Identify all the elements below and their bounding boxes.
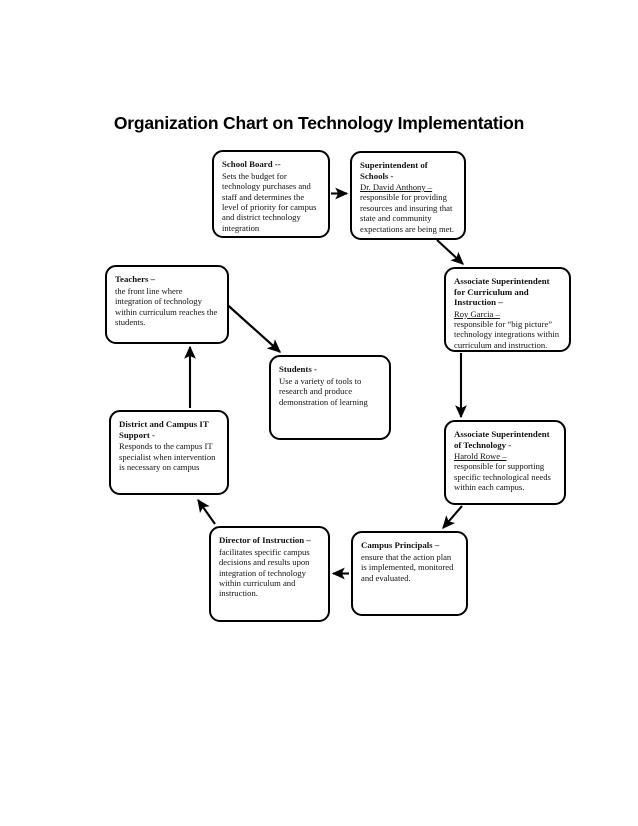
node-superintendent-of-schools[interactable]: Superintendent of Schools - Dr. David An… (350, 151, 466, 240)
node-superintendent-person[interactable]: Dr. David Anthony – (360, 182, 433, 193)
node-associate-superintendent-curriculum[interactable]: Associate Superintendent for Curriculum … (444, 267, 571, 352)
node-teachers-description: the front line where integration of tech… (115, 285, 218, 327)
node-students-description: Use a variety of tools to research and p… (279, 375, 368, 407)
node-superintendent-title: Superintendent of Schools - (360, 160, 428, 181)
node-director-description: facilitates specific campus decisions an… (219, 546, 310, 599)
node-students-title: Students - (279, 364, 317, 374)
node-it-support-title: District and Campus IT Support - (119, 419, 209, 440)
node-teachers[interactable]: Teachers – the front line where integrat… (105, 265, 229, 344)
node-director-of-instruction[interactable]: Director of Instruction – facilitates sp… (209, 526, 330, 622)
node-assoc-technology-person[interactable]: Harold Rowe – (454, 451, 507, 462)
page-title: Organization Chart on Technology Impleme… (113, 113, 525, 133)
node-director-title: Director of Instruction – (219, 535, 311, 545)
edge-director-to-it-support (197, 498, 216, 525)
node-school-board-title: School Board -- (222, 159, 281, 169)
node-assoc-curriculum-person[interactable]: Roy Garcia – (454, 308, 500, 319)
node-campus-principals-title: Campus Principals – (361, 540, 440, 550)
node-associate-superintendent-technology[interactable]: Associate Superintendent of Technology -… (444, 420, 566, 505)
node-school-board-description: Sets the budget for technology purchases… (222, 170, 317, 233)
node-assoc-curriculum-title: Associate Superintendent for Curriculum … (454, 276, 550, 308)
node-assoc-technology-description: responsible for supporting specific tech… (454, 461, 551, 493)
node-campus-principals[interactable]: Campus Principals – ensure that the acti… (351, 531, 468, 616)
node-assoc-curriculum-description: responsible for “big picture” technology… (454, 318, 560, 350)
node-campus-principals-description: ensure that the action plan is implement… (361, 551, 454, 583)
node-students[interactable]: Students - Use a variety of tools to res… (269, 355, 391, 440)
node-teachers-title: Teachers – (115, 274, 155, 284)
edge-superintendent-to-assoc-curriculum (436, 239, 464, 265)
node-it-support-description: Responds to the campus IT specialist whe… (119, 441, 216, 473)
node-school-board[interactable]: School Board -- Sets the budget for tech… (212, 150, 330, 238)
edge-assoc-technology-to-campus-principals (442, 505, 463, 529)
edge-teachers-to-students (221, 299, 281, 353)
node-superintendent-description: responsible for providing resources and … (360, 192, 455, 234)
node-district-and-campus-it-support[interactable]: District and Campus IT Support - Respond… (109, 410, 229, 495)
node-assoc-technology-title: Associate Superintendent of Technology - (454, 429, 550, 450)
